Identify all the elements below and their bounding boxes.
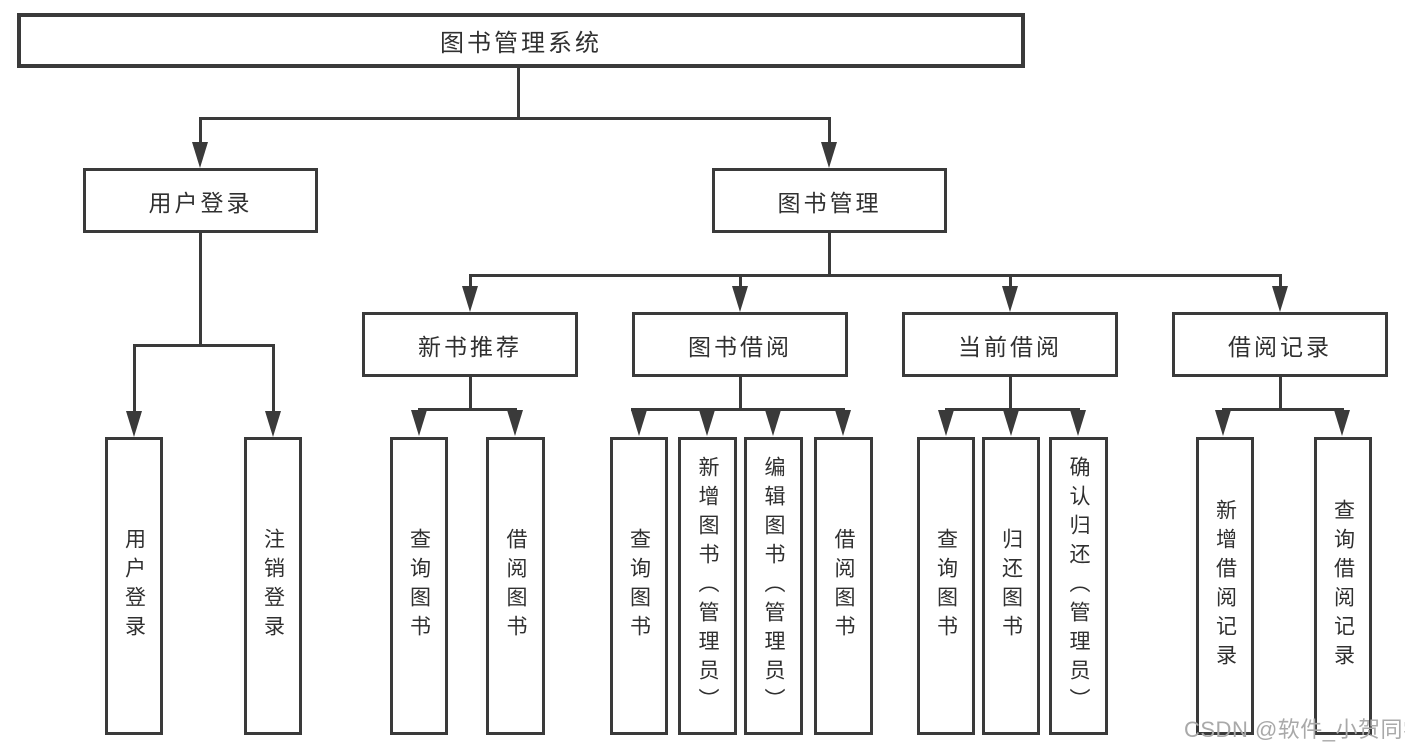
connector-level3-branch <box>469 274 1281 277</box>
connector-borrow-record-branch <box>1222 408 1344 411</box>
node-new-book-recommend: 新书推荐 <box>362 312 578 377</box>
leaf-borrow-books: 借阅图书 <box>814 437 873 735</box>
connector-user-login-riser <box>199 233 202 344</box>
node-book-borrowing: 图书借阅 <box>632 312 848 377</box>
connector-new-book-branch <box>418 408 517 411</box>
arrow-down-icon <box>821 142 837 168</box>
connector-borrow-record-riser <box>1279 377 1282 408</box>
leaf-add-books-admin: 新增图书（管理员） <box>678 437 737 735</box>
arrow-down-icon <box>1215 410 1231 436</box>
leaf-query-borrow-record: 查询借阅记录 <box>1314 437 1372 735</box>
leaf-user-login: 用户登录 <box>105 437 163 735</box>
node-book-management: 图书管理 <box>712 168 947 233</box>
arrow-down-icon <box>1272 286 1288 312</box>
connector-drop-login-leaf <box>133 344 136 413</box>
connector-book-borrow-riser <box>739 377 742 408</box>
connector-new-book-riser <box>469 377 472 408</box>
arrow-down-icon <box>1002 286 1018 312</box>
leaf-confirm-return-admin: 确认归还（管理员） <box>1049 437 1108 735</box>
leaf-add-borrow-record: 新增借阅记录 <box>1196 437 1254 735</box>
arrow-down-icon <box>1334 410 1350 436</box>
arrow-down-icon <box>835 410 851 436</box>
connector-drop-logout-leaf <box>272 344 275 413</box>
leaf-return-books: 归还图书 <box>982 437 1040 735</box>
arrow-down-icon <box>938 410 954 436</box>
node-current-borrowing: 当前借阅 <box>902 312 1118 377</box>
arrow-down-icon <box>507 410 523 436</box>
connector-user-login-branch <box>133 344 274 347</box>
arrow-down-icon <box>126 411 142 437</box>
connector-current-borrow-riser <box>1009 377 1012 408</box>
connector-drop-borrow-record <box>1279 274 1282 288</box>
node-borrowing-records: 借阅记录 <box>1172 312 1388 377</box>
arrow-down-icon <box>699 410 715 436</box>
leaf-edit-books-admin: 编辑图书（管理员） <box>744 437 803 735</box>
connector-drop-new-book <box>469 274 472 288</box>
arrow-down-icon <box>462 286 478 312</box>
connector-root-riser <box>517 68 520 117</box>
leaf-query-books-recommend: 查询图书 <box>390 437 448 735</box>
arrow-down-icon <box>265 411 281 437</box>
arrow-down-icon <box>411 410 427 436</box>
connector-book-borrow-branch <box>631 408 845 411</box>
leaf-logout-login: 注销登录 <box>244 437 302 735</box>
connector-level1-branch <box>199 117 831 120</box>
csdn-watermark: CSDN @软件_小贺同学 <box>1184 717 1405 742</box>
connector-drop-book-borrow <box>739 274 742 288</box>
connector-drop-current-borrow <box>1009 274 1012 288</box>
connector-drop-book-management <box>828 117 831 144</box>
leaf-query-books-current: 查询图书 <box>917 437 975 735</box>
arrow-down-icon <box>732 286 748 312</box>
leaf-query-books-borrowing: 查询图书 <box>610 437 668 735</box>
arrow-down-icon <box>192 142 208 168</box>
connector-drop-user-login <box>199 117 202 144</box>
leaf-borrow-books-recommend: 借阅图书 <box>486 437 545 735</box>
node-user-login: 用户登录 <box>83 168 318 233</box>
arrow-down-icon <box>1070 410 1086 436</box>
arrow-down-icon <box>1003 410 1019 436</box>
arrow-down-icon <box>765 410 781 436</box>
connector-book-mgmt-riser <box>828 233 831 274</box>
node-library-system: 图书管理系统 <box>17 13 1025 68</box>
arrow-down-icon <box>631 410 647 436</box>
